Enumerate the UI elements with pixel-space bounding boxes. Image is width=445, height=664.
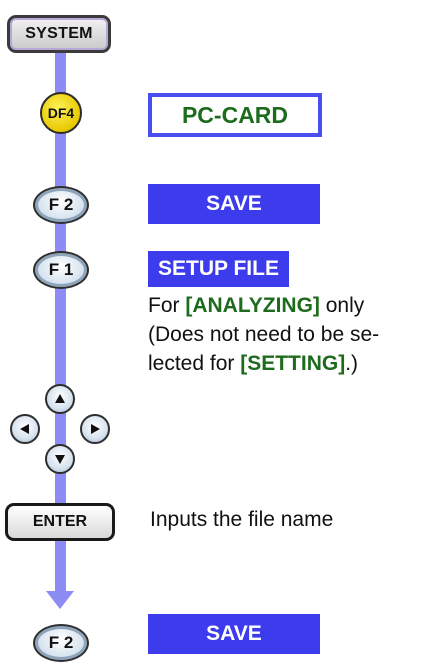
save-label: SAVE (148, 184, 320, 224)
pc-card-label: PC-CARD (148, 93, 322, 137)
df4-key[interactable]: DF4 (40, 92, 82, 134)
arrow-left-icon (20, 424, 29, 434)
left-key[interactable] (10, 414, 40, 444)
f2-key-final[interactable]: F 2 (33, 624, 89, 662)
setup-file-label: SETUP FILE (148, 251, 289, 287)
enter-key[interactable]: ENTER (5, 503, 115, 541)
up-key[interactable] (45, 384, 75, 414)
note-line-3: lected for [SETTING].) (148, 352, 359, 375)
arrow-up-icon (55, 394, 65, 403)
f1-key[interactable]: F 1 (33, 251, 89, 289)
note-line-1: For [ANALYZING] only (148, 294, 365, 317)
inputs-file-name-text: Inputs the file name (150, 508, 334, 531)
flow-arrowhead-icon (46, 591, 74, 609)
system-key[interactable]: SYSTEM (7, 15, 111, 53)
down-key[interactable] (45, 444, 75, 474)
right-key[interactable] (80, 414, 110, 444)
analyzing-highlight: [ANALYZING] (185, 294, 320, 317)
arrow-down-icon (55, 455, 65, 464)
flow-line (55, 50, 66, 598)
save-label-final: SAVE (148, 614, 320, 654)
arrow-right-icon (91, 424, 100, 434)
cursor-keys (4, 384, 116, 476)
setting-highlight: [SETTING] (240, 352, 346, 375)
analyzing-note: For [ANALYZING] only (Does not need to b… (148, 291, 445, 378)
f2-key[interactable]: F 2 (33, 186, 89, 224)
note-line-2: (Does not need to be se- (148, 323, 380, 346)
